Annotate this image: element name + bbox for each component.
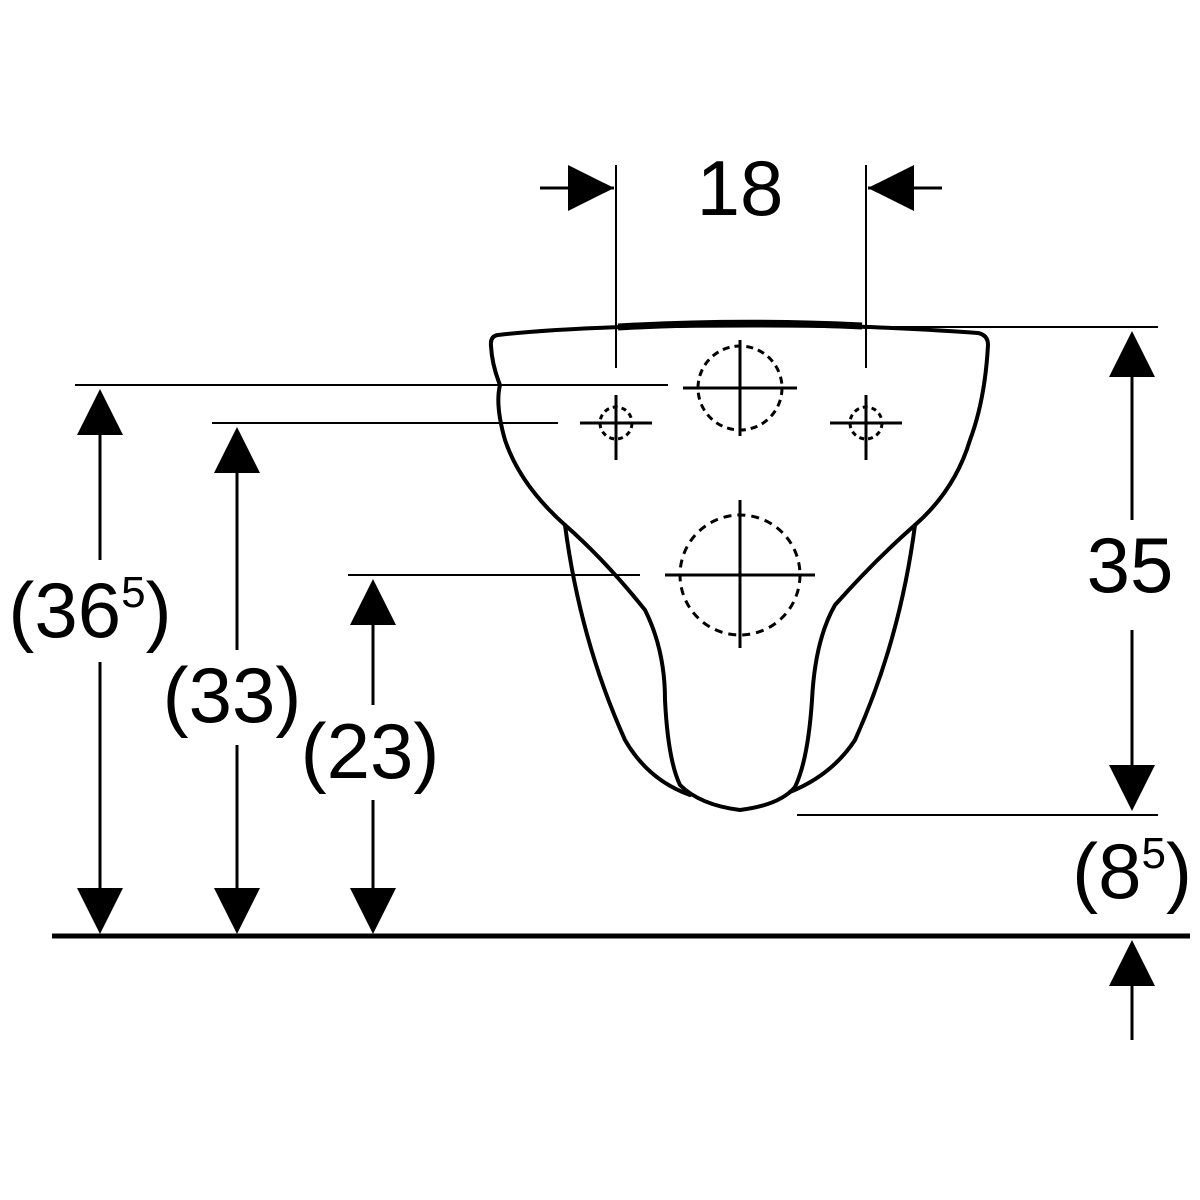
total-height-dimension-arrow bbox=[77, 389, 123, 934]
floor-clearance-dimension-arrow bbox=[1109, 940, 1155, 1040]
drain-outlet-hole bbox=[665, 500, 815, 648]
fixing-height-label: (33) bbox=[163, 651, 302, 739]
water-inlet-hole bbox=[683, 340, 797, 436]
total-height-label: (365) bbox=[8, 566, 171, 654]
drain-height-dimension-arrow bbox=[350, 579, 396, 934]
seat-rim-line bbox=[617, 319, 863, 331]
fixing-hole-left bbox=[580, 395, 652, 460]
toilet-bowl-outline bbox=[488, 323, 990, 812]
bowl-height-dimension-arrow bbox=[1109, 331, 1155, 811]
fixing-height-dimension-arrow bbox=[214, 427, 260, 934]
fixing-hole-right bbox=[830, 395, 902, 460]
bowl-height-label: 35 bbox=[1087, 521, 1174, 609]
floor-clearance-label: (85) bbox=[1072, 827, 1192, 915]
spacing-arrowheads bbox=[568, 165, 914, 211]
spacing-label: 18 bbox=[697, 144, 784, 232]
extension-lines bbox=[75, 326, 1158, 816]
drain-height-label: (23) bbox=[301, 707, 440, 795]
